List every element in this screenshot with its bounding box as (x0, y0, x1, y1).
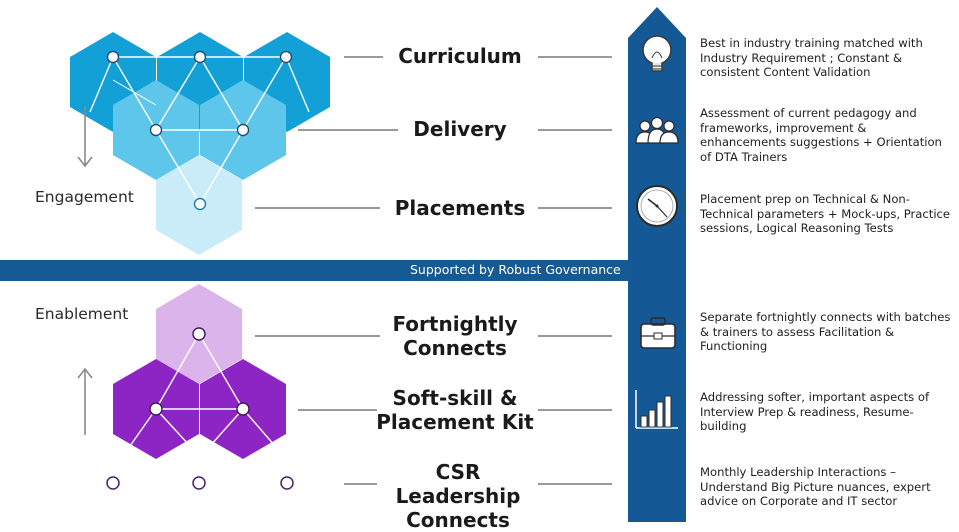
lightbulb-icon (642, 35, 672, 72)
bar-chart-icon (635, 390, 678, 429)
governance-band-text: Supported by Robust Governance (410, 262, 621, 277)
csr-leadership-line2: Connects (406, 508, 510, 532)
curriculum-label: Curriculum (398, 44, 522, 68)
engagement-network-lines (89, 56, 310, 205)
softskill-kit-line2: Placement Kit (376, 410, 534, 434)
engagement-hexagons (70, 32, 330, 255)
engagement-down-arrow (77, 106, 93, 168)
people-group-icon (635, 116, 679, 144)
enablement-label: Enablement (35, 305, 129, 323)
csr-leadership-label: CSR Leadership Connects (372, 460, 544, 532)
clock-icon (636, 185, 678, 227)
engagement-label: Engagement (35, 188, 134, 206)
softskill-kit-label: Soft-skill & Placement Kit (375, 386, 535, 434)
placements-label: Placements (394, 196, 526, 220)
placements-description: Placement prep on Technical & Non-Techni… (700, 192, 951, 236)
fortnightly-connects-label: Fortnightly Connects (375, 312, 535, 360)
enablement-network-lines (129, 333, 276, 447)
left-connectors (255, 56, 398, 485)
softskill-kit-line1: Soft-skill & (392, 386, 518, 410)
fortnightly-connects-line1: Fortnightly (392, 312, 518, 336)
enablement-nodes (149, 327, 250, 416)
right-connectors (538, 56, 612, 485)
softskill-description: Addressing softer, important aspects of … (700, 390, 930, 434)
engagement-nodes (106, 50, 293, 211)
briefcase-icon (640, 317, 676, 349)
csr-leadership-line1: CSR Leadership (395, 460, 521, 508)
enablement-hexagons (106, 284, 294, 490)
csr-nodes (106, 476, 294, 490)
csr-description: Monthly Leadership Interactions – Unders… (700, 465, 931, 509)
curriculum-description: Best in industry training matched with I… (700, 36, 923, 80)
vertical-blue-arrow (628, 7, 686, 522)
governance-band (0, 260, 628, 281)
enablement-up-arrow (77, 367, 93, 435)
fortnightly-description: Separate fortnightly connects with batch… (700, 310, 951, 354)
delivery-label: Delivery (413, 117, 507, 141)
delivery-description: Assessment of current pedagogy and frame… (700, 106, 942, 164)
fortnightly-connects-line2: Connects (403, 336, 507, 360)
